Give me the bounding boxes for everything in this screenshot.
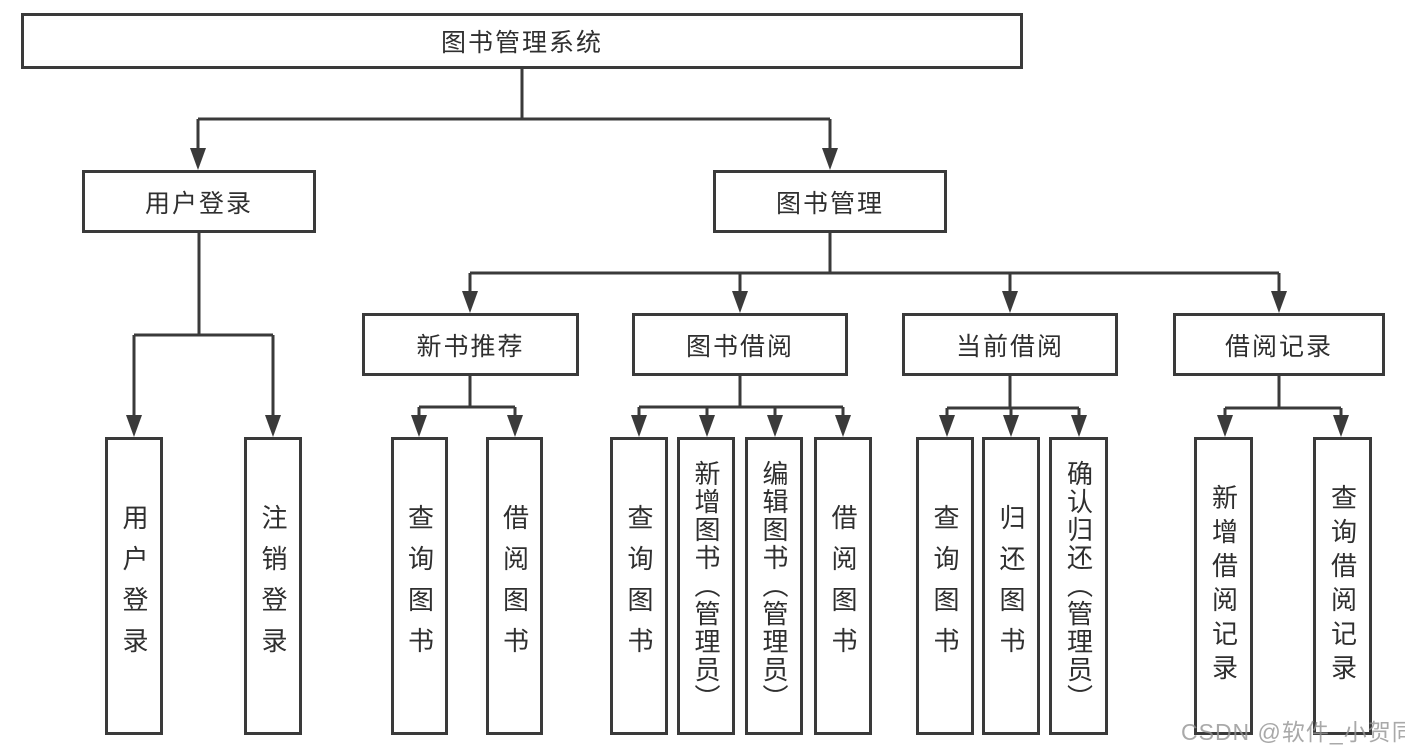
leaf-borrowing-edit-books-admin: 编辑图书（管理员） — [745, 437, 803, 735]
leaf-borrowing-borrow-books: 借阅图书 — [814, 437, 872, 735]
leaf-recommend-query-books: 查询图书 — [391, 437, 448, 735]
node-new-book-recommend: 新书推荐 — [362, 313, 579, 376]
connector-paths — [132, 69, 1343, 420]
leaf-recommend-borrow-books: 借阅图书 — [486, 437, 543, 735]
leaf-user-login: 用户登录 — [105, 437, 163, 735]
arrowhead-icons — [126, 148, 1349, 437]
leaf-records-add-record: 新增借阅记录 — [1194, 437, 1253, 735]
node-root-system: 图书管理系统 — [21, 13, 1023, 69]
node-borrow-records: 借阅记录 — [1173, 313, 1385, 376]
leaf-records-query-record: 查询借阅记录 — [1313, 437, 1372, 735]
node-book-management: 图书管理 — [713, 170, 947, 233]
leaf-logout: 注销登录 — [244, 437, 302, 735]
csdn-watermark: CSDN @软件_小贺同学 — [1181, 719, 1405, 745]
leaf-current-query-books: 查询图书 — [916, 437, 974, 735]
leaf-current-return-books: 归还图书 — [982, 437, 1040, 735]
node-book-borrowing: 图书借阅 — [632, 313, 848, 376]
node-user-login: 用户登录 — [82, 170, 316, 233]
leaf-borrowing-query-books: 查询图书 — [610, 437, 668, 735]
leaf-borrowing-add-books-admin: 新增图书（管理员） — [677, 437, 735, 735]
node-current-borrowing: 当前借阅 — [902, 313, 1118, 376]
leaf-current-confirm-return-admin: 确认归还（管理员） — [1049, 437, 1108, 735]
